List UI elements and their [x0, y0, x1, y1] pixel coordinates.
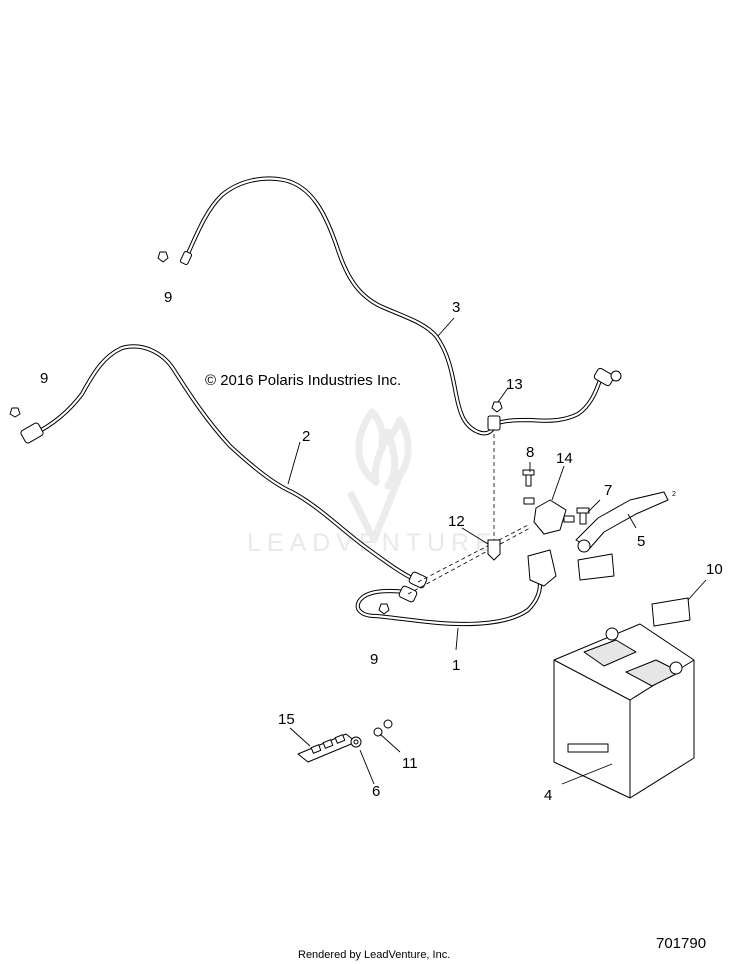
bracket-12[interactable]	[487, 539, 501, 561]
callout-9-left: 9	[40, 370, 48, 387]
hold-down-5[interactable]: 2	[575, 491, 676, 553]
callout-6: 6	[372, 783, 380, 800]
footer-credit: Rendered by LeadVenture, Inc.	[298, 949, 450, 961]
callout-4: 4	[544, 787, 552, 804]
nut-9-top[interactable]	[157, 251, 169, 263]
callout-13: 13	[506, 376, 523, 393]
nut-9-left[interactable]	[9, 407, 21, 418]
callout-12: 12	[448, 513, 465, 530]
callout-10: 10	[706, 561, 723, 578]
nut-6[interactable]	[350, 736, 362, 748]
battery-4[interactable]	[553, 623, 695, 799]
callout-9-bottom: 9	[370, 651, 378, 668]
relay-14[interactable]	[523, 497, 575, 535]
nut-13[interactable]	[491, 401, 503, 413]
callout-15: 15	[278, 711, 295, 728]
bolt-7[interactable]	[576, 507, 590, 525]
callout-1: 1	[452, 657, 460, 674]
callout-11: 11	[402, 755, 418, 772]
leadventure-watermark: LEADVENTURE	[247, 408, 492, 557]
drawing-number: 701790	[656, 935, 706, 952]
copyright-notice: © 2016 Polaris Industries Inc.	[205, 372, 401, 389]
washer-11[interactable]	[373, 719, 393, 737]
callout-9-top: 9	[164, 289, 172, 306]
fuse-holder-15[interactable]	[297, 733, 357, 763]
callout-2: 2	[302, 428, 310, 445]
callout-7: 7	[604, 482, 612, 499]
leader-lines	[287, 317, 707, 785]
pad-under-bracket[interactable]	[577, 553, 615, 581]
callout-5: 5	[637, 533, 645, 550]
cable-2[interactable]	[20, 344, 428, 589]
watermark-flame-icon	[346, 408, 412, 544]
cable-3[interactable]	[179, 176, 622, 436]
callout-14: 14	[556, 450, 573, 467]
callout-3: 3	[452, 299, 460, 316]
nut-9-bottom[interactable]	[378, 603, 390, 615]
pad-10[interactable]	[651, 597, 691, 627]
svg-text:2: 2	[672, 491, 676, 498]
callout-8: 8	[526, 444, 534, 461]
bolt-8[interactable]	[522, 469, 535, 487]
assembly-lines	[407, 434, 531, 595]
